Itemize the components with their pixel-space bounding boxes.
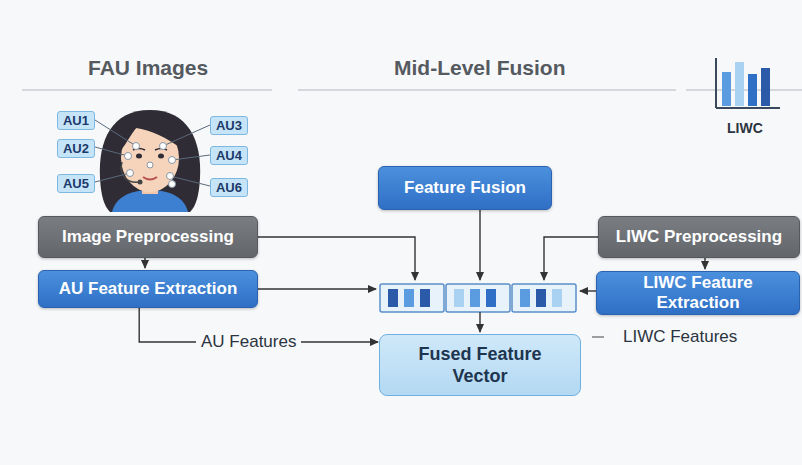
- node-text: Fused Feature Vector: [390, 343, 570, 388]
- node-text: AU1: [63, 113, 89, 128]
- node-text: AU2: [63, 141, 89, 156]
- face-illustration: [95, 110, 210, 212]
- au-label: AU4: [210, 146, 248, 165]
- au-label: AU3: [210, 116, 248, 135]
- node-text: Feature Fusion: [404, 178, 526, 198]
- edge-label: AU Features: [196, 332, 301, 352]
- process-box: Image Preprocessing: [38, 216, 258, 258]
- section-heading: Mid-Level Fusion: [394, 56, 566, 80]
- text-label: LIWC: [727, 120, 763, 136]
- process-box: AU Feature Extraction: [38, 270, 258, 308]
- chart-icon: [716, 58, 780, 108]
- process-box: LIWC Feature Extraction: [596, 271, 800, 315]
- au-label: AU2: [57, 139, 95, 158]
- process-box: Feature Fusion: [378, 166, 552, 210]
- node-text: AU Feature Extraction: [59, 279, 238, 299]
- node-text: Image Preprocessing: [62, 227, 234, 247]
- node-text: AU6: [216, 180, 242, 195]
- node-text: AU4: [216, 148, 242, 163]
- process-box: LIWC Preprocessing: [598, 216, 800, 258]
- au-label: AU6: [210, 178, 248, 197]
- feature-vector: [380, 284, 576, 312]
- node-text: LIWC Feature Extraction: [605, 273, 791, 313]
- text-label: LIWC Features: [623, 327, 737, 347]
- au-label: AU1: [57, 111, 95, 130]
- au-label: AU5: [57, 174, 95, 193]
- node-text: AU5: [63, 176, 89, 191]
- process-box: Fused Feature Vector: [379, 334, 581, 396]
- section-heading: FAU Images: [88, 56, 208, 80]
- node-text: AU3: [216, 118, 242, 133]
- node-text: LIWC Preprocessing: [616, 227, 782, 247]
